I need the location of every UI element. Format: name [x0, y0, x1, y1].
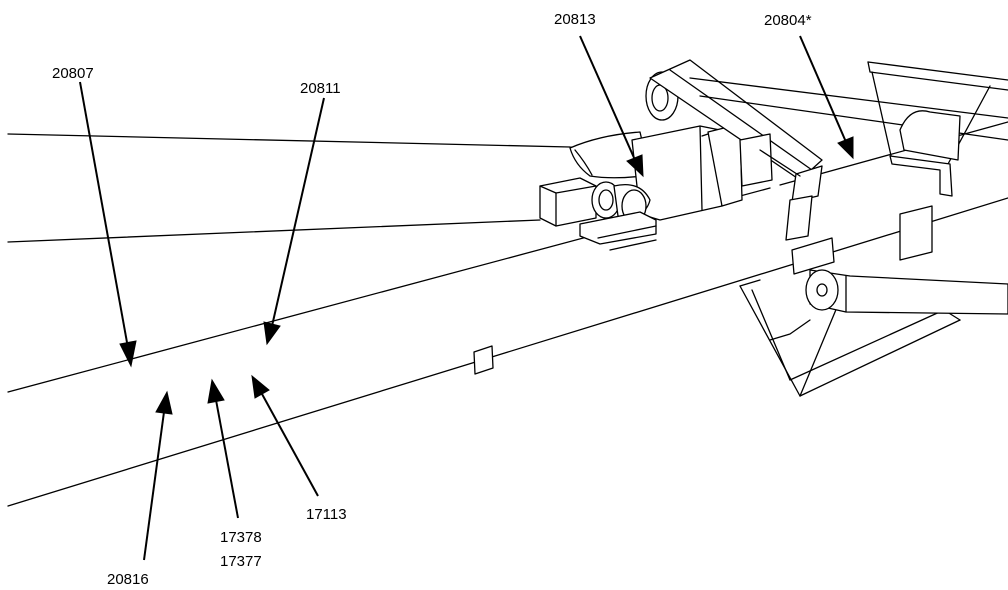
arrow-20811: [263, 97, 325, 346]
label-20813: 20813: [554, 11, 596, 28]
top-frame: [867, 61, 1008, 197]
label-20807: 20807: [52, 65, 94, 82]
coupler-assembly: [539, 123, 743, 251]
part-labels: 20807 20811 20813 20804* 20816 17378 173…: [52, 11, 812, 588]
label-20804: 20804*: [764, 12, 812, 29]
arrow-20816: [143, 390, 173, 561]
arrow-20813: [579, 35, 644, 178]
arrow-20804: [799, 35, 854, 160]
arrow-17113: [251, 374, 319, 497]
leader-arrows: [79, 35, 854, 561]
lower-support: [739, 205, 961, 397]
boom-tube: [7, 121, 1008, 507]
label-17377: 17377: [220, 553, 262, 570]
label-17113: 17113: [306, 506, 347, 523]
label-17378: 17378: [220, 529, 262, 546]
arrow-17378: [207, 378, 239, 519]
lower-lift-arm: [805, 269, 1008, 315]
tube-bracket: [473, 345, 494, 375]
label-20816: 20816: [107, 571, 149, 588]
hydraulic-hoses: [7, 133, 591, 243]
arrow-20807: [79, 81, 137, 368]
label-20811: 20811: [300, 80, 341, 97]
upper-lift-arm: [645, 59, 1008, 241]
